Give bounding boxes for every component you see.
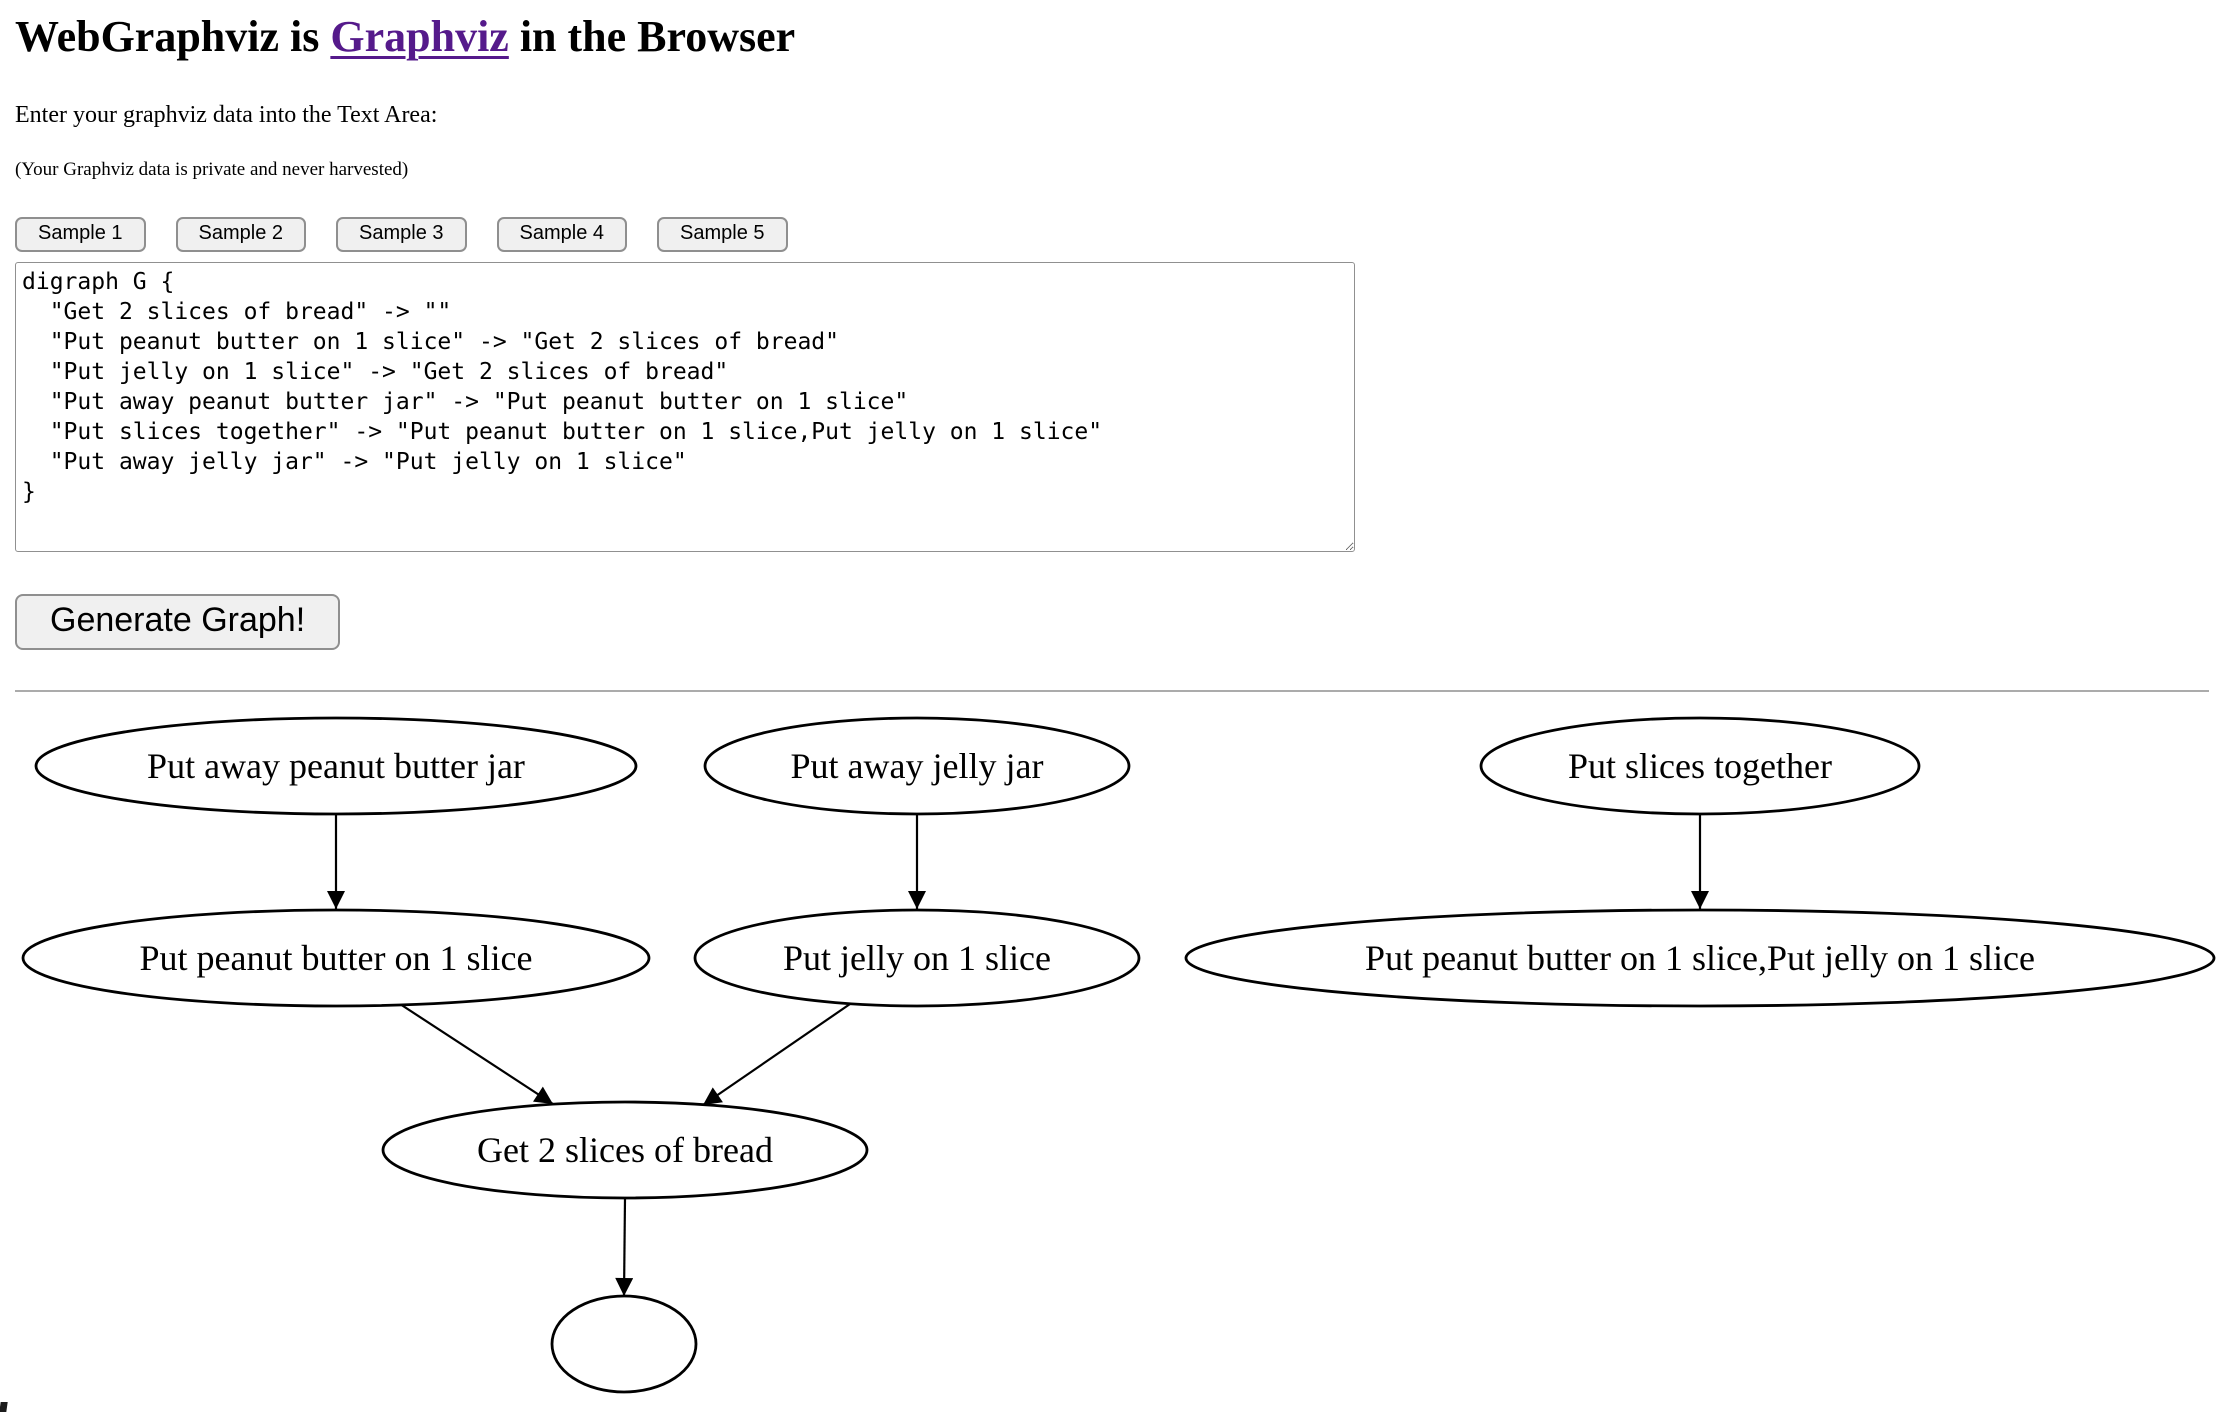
- main-content: WebGraphviz is Graphviz in the Browser E…: [0, 0, 2224, 692]
- edge-get-2-slices-of-bread-to-end-node: [615, 1197, 634, 1297]
- generate-graph-button[interactable]: Generate Graph!: [15, 593, 341, 650]
- node-label-put-away-jelly-jar: Put away jelly jar: [791, 746, 1044, 786]
- page-title: WebGraphviz is Graphviz in the Browser: [15, 12, 2209, 63]
- edge-put-peanut-butter-on-1-slice-to-get-2-slices-of-bread: [399, 1003, 554, 1105]
- edge-put-jelly-on-1-slice-to-get-2-slices-of-bread: [702, 1003, 851, 1106]
- sample-3-button[interactable]: Sample 3: [336, 216, 467, 252]
- node-end-node: [550, 1294, 698, 1394]
- node-put-peanut-butter-on-1-slice: [21, 908, 651, 1008]
- sample-1-button[interactable]: Sample 1: [15, 216, 146, 252]
- graphviz-input[interactable]: digraph G { "Get 2 slices of bread" -> "…: [15, 261, 1355, 552]
- instruction-text: Enter your graphviz data into the Text A…: [15, 101, 438, 128]
- sample-4-button[interactable]: Sample 4: [496, 216, 627, 252]
- sample-5-button[interactable]: Sample 5: [657, 216, 788, 252]
- page-title-prefix: WebGraphviz is: [15, 12, 331, 61]
- graph-nodes: Put away peanut butter jar Put away jelly…: [21, 716, 2216, 1394]
- node-put-slices-together: [1479, 716, 1921, 816]
- content-divider: [15, 689, 2209, 692]
- node-label-put-away-peanut-butter-jar: Put away peanut butter jar: [147, 746, 525, 786]
- graph-canvas: Put away peanut butter jar Put away jelly…: [21, 716, 2216, 1394]
- sample-2-button[interactable]: Sample 2: [175, 216, 306, 252]
- node-label-combined-slices: Put peanut butter on 1 slice,Put jelly o…: [1365, 938, 2035, 978]
- node-combined-slices: [1184, 908, 2216, 1008]
- sample-buttons-row: Sample 1 Sample 2 Sample 3 Sample 4 Samp…: [15, 216, 2209, 252]
- page-title-suffix: in the Browser: [508, 12, 796, 61]
- node-get-2-slices-of-bread: [381, 1100, 869, 1200]
- node-label-put-jelly-on-1-slice: Put jelly on 1 slice: [783, 938, 1051, 978]
- graphviz-link[interactable]: Graphviz: [330, 12, 509, 61]
- node-label-put-slices-together: Put slices together: [1568, 746, 1832, 786]
- node-label-get-2-slices-of-bread: Get 2 slices of bread: [477, 1130, 773, 1170]
- graph-edges: [327, 814, 1709, 1297]
- node-put-away-peanut-butter-jar: [34, 716, 638, 816]
- node-label-put-peanut-butter-on-1-slice: Put peanut butter on 1 slice: [140, 938, 533, 978]
- node-put-away-jelly-jar: [703, 716, 1131, 816]
- node-put-jelly-on-1-slice: [693, 908, 1141, 1008]
- privacy-note: (Your Graphviz data is private and never…: [15, 158, 409, 180]
